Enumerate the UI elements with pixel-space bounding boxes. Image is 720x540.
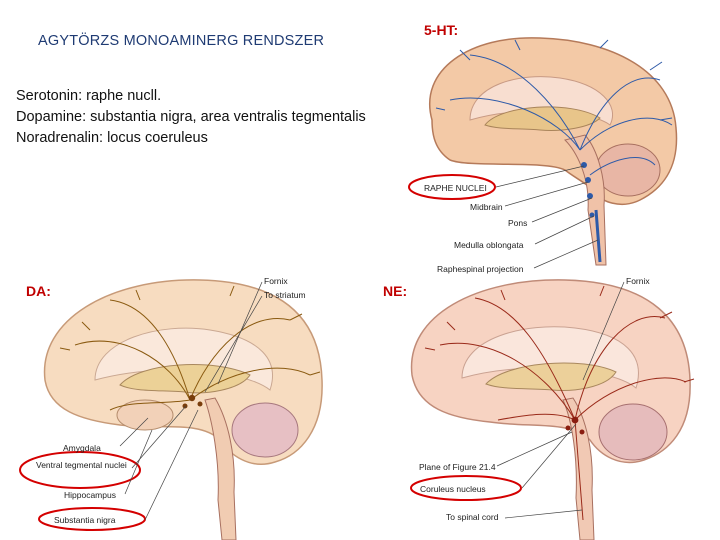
slide-title: AGYTÖRZS MONOAMINERG RENDSZER bbox=[38, 33, 325, 49]
coruleus-nucleus-label: Coruleus nucleus bbox=[420, 484, 486, 494]
dopamine-line: Dopamine: substantia nigra, area ventral… bbox=[16, 109, 366, 125]
ventral-tegmental-highlight bbox=[19, 451, 141, 489]
substantia-nigra-label: Substantia nigra bbox=[54, 515, 116, 525]
raphe-nuclei-label: RAPHE NUCLEI bbox=[424, 183, 487, 193]
ventral-tegmental-label: Ventral tegmental nuclei bbox=[36, 460, 127, 470]
dopamine-brain-illustration bbox=[43, 279, 323, 540]
norepinephrine-brain-illustration bbox=[410, 279, 695, 540]
midbrain-label: Midbrain bbox=[470, 202, 503, 212]
body-text: Serotonin: raphe nucll. Dopamine: substa… bbox=[16, 86, 366, 149]
serotonin-brain-illustration bbox=[429, 37, 678, 266]
pons-label: Pons bbox=[508, 218, 528, 228]
raphespinal-projection-label: Raphespinal projection bbox=[437, 264, 524, 274]
amygdala-label: Amygdala bbox=[63, 443, 101, 453]
serotonin-line: Serotonin: raphe nucll. bbox=[16, 88, 162, 104]
serotonin-tag: 5-HT: bbox=[424, 22, 459, 38]
da-fornix-label: Fornix bbox=[264, 276, 288, 286]
norepinephrine-tag: NE: bbox=[383, 283, 408, 299]
noradrenalin-line: Noradrenalin: locus coeruleus bbox=[16, 130, 208, 146]
medulla-oblongata-label: Medulla oblongata bbox=[454, 240, 524, 250]
to-spinal-cord-label: To spinal cord bbox=[446, 512, 499, 522]
plane-of-figure-label: Plane of Figure 21.4 bbox=[419, 462, 496, 472]
dopamine-tag: DA: bbox=[26, 283, 51, 299]
hippocampus-label: Hippocampus bbox=[64, 490, 116, 500]
ne-fornix-label: Fornix bbox=[626, 276, 650, 286]
to-striatum-label: To striatum bbox=[264, 290, 306, 300]
